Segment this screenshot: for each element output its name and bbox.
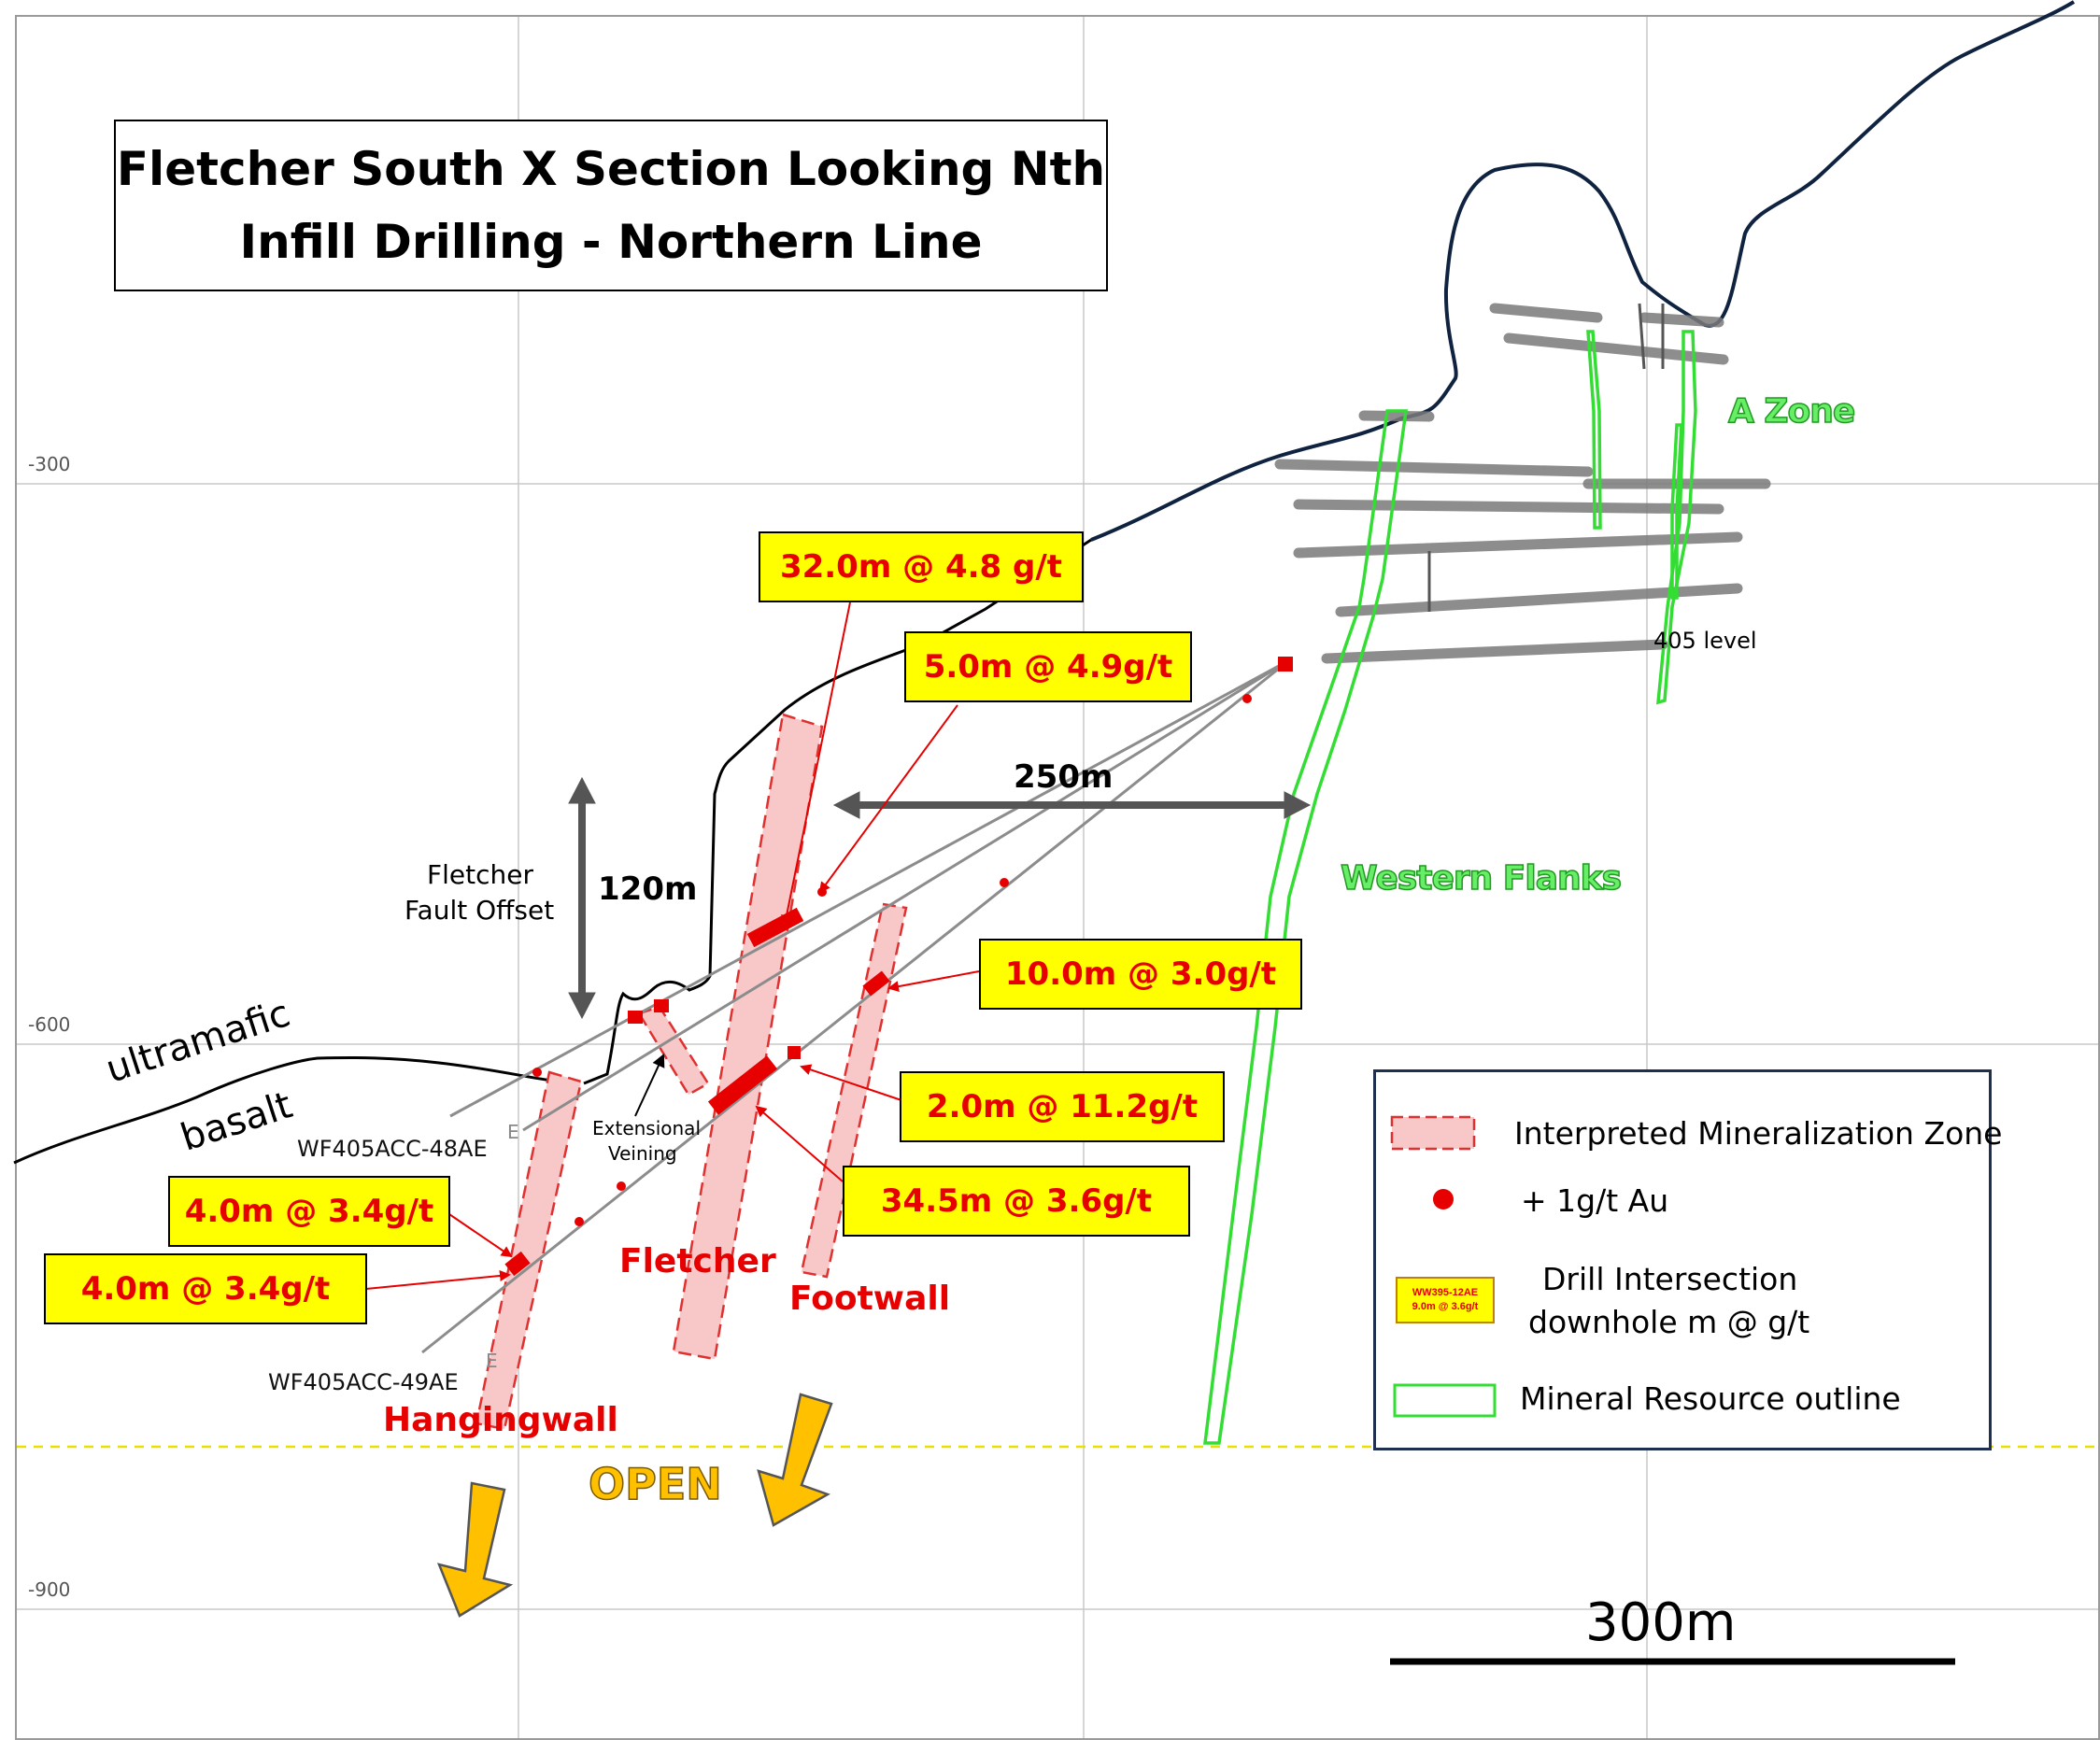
legend-zone-label: Interpreted Mineralization Zone <box>1514 1115 2003 1152</box>
resource-western-flanks <box>1203 409 1409 1445</box>
label-fault-offset-2: Fault Offset <box>404 895 555 926</box>
callout-32m: 32.0m @ 4.8 g/t <box>759 531 1084 602</box>
open-arrow-left <box>436 1481 514 1618</box>
drill-hole-48 <box>522 658 1290 1132</box>
contact-line <box>13 1056 580 1165</box>
title-line-1: Fletcher South X Section Looking Nth <box>116 142 1106 196</box>
label-hole-tag-e2: E <box>486 1350 498 1372</box>
au-dot-4 <box>575 1217 584 1226</box>
intercept-34m <box>707 1055 778 1115</box>
zone-hangingwall <box>475 1070 583 1431</box>
extensional-leader <box>634 1054 665 1117</box>
intercept-4m <box>504 1251 531 1277</box>
legend-resource-swatch <box>1393 1383 1497 1418</box>
figure-frame <box>15 15 2100 1740</box>
dimension-120m <box>568 776 596 1020</box>
callout-5m: 5.0m @ 4.9g/t <box>904 631 1192 702</box>
zone-footwall <box>800 902 908 1279</box>
label-405-level: 405 level <box>1653 628 1757 654</box>
intercept-upper-1 <box>628 1011 643 1024</box>
drill-hole-upper <box>449 658 1290 1118</box>
elevation-label-300: -300 <box>28 453 71 475</box>
label-120m: 120m <box>598 870 698 908</box>
callout-34m: 34.5m @ 3.6g/t <box>843 1166 1190 1237</box>
label-footwall-zone: Footwall <box>789 1280 951 1318</box>
intercept-2m <box>788 1046 801 1059</box>
mineralization-zones <box>475 713 908 1431</box>
label-extensional-1: Extensional <box>592 1117 701 1139</box>
mineral-resource-outlines <box>1203 330 1697 1445</box>
au-dot-1 <box>1000 878 1009 887</box>
callout-4m-lower: 4.0m @ 3.4g/t <box>44 1253 367 1324</box>
au-dot-6 <box>1242 694 1252 703</box>
dimension-250m <box>832 791 1312 819</box>
legend-intersection-swatch: WW395-12AE 9.0m @ 3.6g/t <box>1396 1277 1495 1323</box>
callout-leaders <box>365 601 980 1290</box>
zone-fletcher <box>672 713 824 1361</box>
resource-a-zone-east2 <box>1670 423 1683 600</box>
elevation-label-600: -600 <box>28 1013 71 1036</box>
drill-holes <box>421 658 1290 1354</box>
legend-swatch-value: 9.0m @ 3.6g/t <box>1412 1301 1479 1312</box>
resource-a-zone-east <box>1656 330 1697 705</box>
label-western-flanks: Western Flanks <box>1340 858 1623 898</box>
au-dot-3 <box>532 1068 542 1077</box>
callout-2m: 2.0m @ 11.2g/t <box>900 1071 1225 1142</box>
label-extensional-2: Veining <box>608 1142 677 1165</box>
label-hangingwall-zone: Hangingwall <box>383 1401 618 1439</box>
callout-10m: 10.0m @ 3.0g/t <box>979 939 1302 1010</box>
label-hole-tag-e1: E <box>507 1121 519 1143</box>
open-arrows <box>436 1393 833 1618</box>
intercept-10m <box>862 970 890 997</box>
open-arrow-right <box>757 1393 833 1527</box>
intercept-5m <box>1278 657 1293 672</box>
label-fletcher-zone: Fletcher <box>619 1242 776 1280</box>
legend-intersection-label-1: Drill Intersection <box>1542 1261 1798 1297</box>
ore-drives <box>1427 303 1665 612</box>
label-fault-offset-1: Fletcher <box>427 859 533 890</box>
title-box: Fletcher South X Section Looking Nth Inf… <box>114 120 1108 291</box>
label-hole-48: WF405ACC-48AE <box>297 1136 488 1162</box>
zone-extensional <box>637 1005 710 1096</box>
legend-intersection-label-2: downhole m @ g/t <box>1528 1304 1810 1340</box>
label-open: OPEN <box>588 1458 722 1510</box>
elevation-label-900: -900 <box>28 1578 71 1601</box>
surface-outline <box>1090 0 2076 542</box>
label-hole-49: WF405ACC-49AE <box>268 1369 459 1395</box>
legend-zone-swatch <box>1390 1115 1476 1151</box>
resource-a-zone-west <box>1586 330 1602 530</box>
callout-4m-upper: 4.0m @ 3.4g/t <box>168 1176 450 1247</box>
label-a-zone: A Zone <box>1727 391 1856 431</box>
label-scale: 300m <box>1585 1592 1737 1653</box>
au-dot-5 <box>617 1181 626 1191</box>
legend-au-label: + 1g/t Au <box>1521 1182 1669 1219</box>
drill-hole-49 <box>421 658 1290 1354</box>
intercept-upper-2 <box>654 999 669 1012</box>
legend-swatch-hole: WW395-12AE <box>1412 1287 1479 1298</box>
label-250m: 250m <box>1014 758 1114 796</box>
title-line-2: Infill Drilling - Northern Line <box>239 215 983 269</box>
legend-swatches <box>1390 1115 1497 1418</box>
legend: WW395-12AE 9.0m @ 3.6g/t Interpreted Min… <box>1373 1069 2002 1450</box>
legend-resource-label: Mineral Resource outline <box>1520 1380 1901 1417</box>
legend-au-swatch <box>1433 1189 1454 1210</box>
